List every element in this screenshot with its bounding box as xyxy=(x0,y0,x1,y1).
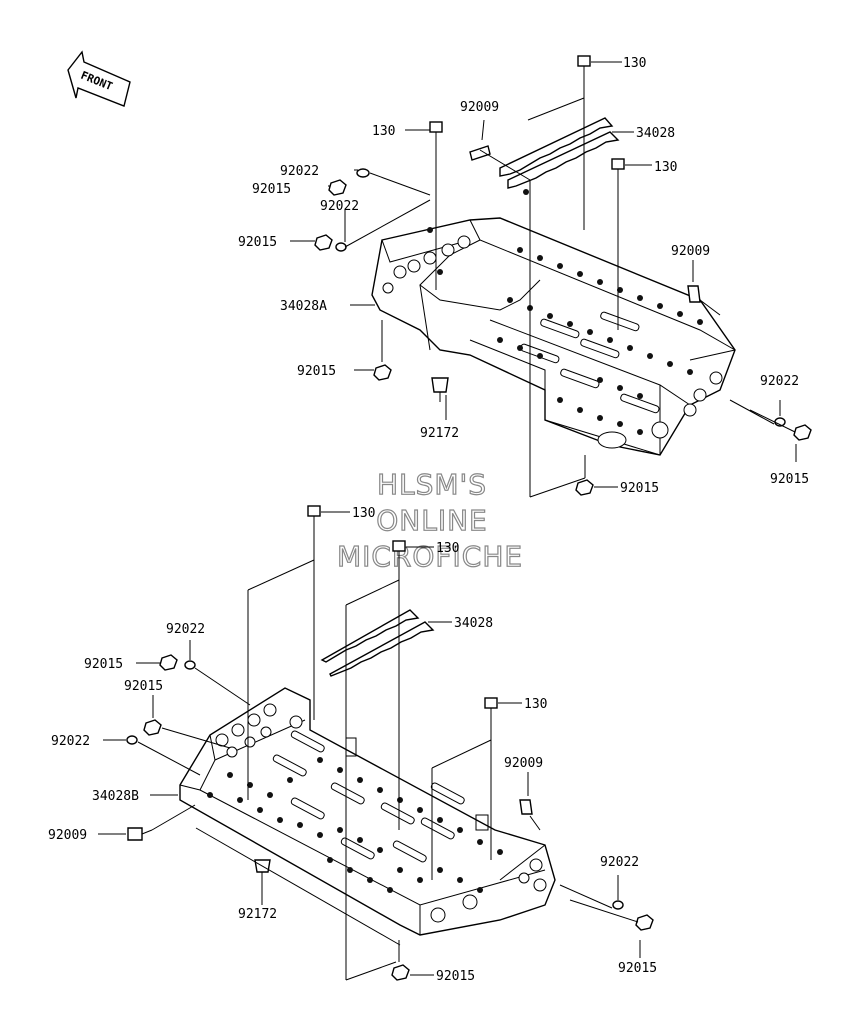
bottom-bolt-130-b-icon xyxy=(392,540,406,565)
top-nut-92015-a-icon xyxy=(328,179,347,196)
bottom-bolt-130-c-icon xyxy=(484,697,498,722)
bottom-carrier-assembly: 130 130 34028 92022 92015 92015 92022 13… xyxy=(48,505,657,984)
top-nut-92015-d-icon xyxy=(793,424,812,441)
top-washer-92022-a-icon xyxy=(356,168,370,178)
bottom-nut-92015-b-icon xyxy=(143,719,162,736)
top-rubber-strip-34028-icon xyxy=(499,117,620,189)
top-bolt-130-a-icon xyxy=(577,55,591,80)
bottom-rack-slots xyxy=(272,730,465,863)
top-label-34028: 34028 xyxy=(636,126,675,141)
top-bolt-130-b-icon xyxy=(429,121,443,146)
bottom-label-130-b: 130 xyxy=(436,541,459,556)
bottom-washer-92022-c-icon xyxy=(612,900,624,910)
bottom-label-92015-b: 92015 xyxy=(124,679,163,694)
top-label-92022-a: 92022 xyxy=(280,164,319,179)
bottom-washer-92022-a-icon xyxy=(184,660,196,670)
bottom-label-92022-b: 92022 xyxy=(51,734,90,749)
bottom-label-92172: 92172 xyxy=(238,907,277,922)
bottom-bolt-130-a-icon xyxy=(307,505,321,530)
top-washer-92022-b-icon xyxy=(335,242,347,252)
bottom-nut-92015-d-icon xyxy=(391,964,410,981)
watermark: HLSM'S ONLINE MICROFICHE xyxy=(336,467,523,573)
top-label-92015-b: 92015 xyxy=(238,235,277,250)
bottom-rack-34028B xyxy=(179,687,556,936)
bottom-label-92015-d: 92015 xyxy=(436,969,475,984)
bottom-label-92015-a: 92015 xyxy=(84,657,123,672)
bottom-nut-92015-c-icon xyxy=(635,914,654,931)
watermark-line-3: MICROFICHE xyxy=(337,540,523,573)
top-label-92022-c: 92022 xyxy=(760,374,799,389)
top-label-92015-d: 92015 xyxy=(770,472,809,487)
top-clip-92009-b-icon xyxy=(687,285,701,303)
top-label-34028A: 34028A xyxy=(280,299,327,314)
bottom-label-34028: 34028 xyxy=(454,616,493,631)
top-bolt-130-c-icon xyxy=(611,158,625,183)
top-clip-92172-icon xyxy=(431,377,449,402)
bottom-clip-92009-b-icon xyxy=(127,827,153,841)
top-nut-92015-b-icon xyxy=(314,234,333,251)
top-rack-rivets xyxy=(427,189,703,435)
top-label-92009-b: 92009 xyxy=(671,244,710,259)
bottom-label-92022-a: 92022 xyxy=(166,622,205,637)
bottom-label-130-c: 130 xyxy=(524,697,547,712)
top-label-130-a: 130 xyxy=(623,56,646,71)
top-label-92015-e: 92015 xyxy=(620,481,659,496)
top-label-92015-a: 92015 xyxy=(252,182,291,197)
top-nut-92015-e-icon xyxy=(575,479,594,496)
bottom-nut-92015-a-icon xyxy=(159,654,178,671)
bottom-rubber-strip-34028-icon xyxy=(320,609,435,677)
top-nut-92015-c-icon xyxy=(373,364,392,381)
top-rack-holes xyxy=(382,235,723,449)
bottom-label-92009-b: 92009 xyxy=(48,828,87,843)
top-label-130-c: 130 xyxy=(654,160,677,175)
top-label-92022-b: 92022 xyxy=(320,199,359,214)
bottom-washer-92022-b-icon xyxy=(126,735,138,745)
bottom-label-92015-c: 92015 xyxy=(618,961,657,976)
watermark-line-2: ONLINE xyxy=(376,504,487,537)
top-leader-lines xyxy=(290,61,797,498)
top-label-130-b: 130 xyxy=(372,124,395,139)
bottom-label-92009-a: 92009 xyxy=(504,756,543,771)
bottom-leader-lines xyxy=(98,511,641,981)
bottom-clip-92009-a-icon xyxy=(519,799,533,815)
top-carrier-assembly: 130 130 130 92009 34028 92022 92015 9202… xyxy=(238,55,812,498)
bottom-label-92022-c: 92022 xyxy=(600,855,639,870)
bottom-label-130-a: 130 xyxy=(352,506,375,521)
front-arrow-icon: FRONT xyxy=(67,50,131,107)
top-label-92172: 92172 xyxy=(420,426,459,441)
top-clip-92009-a-icon xyxy=(469,145,491,161)
bottom-label-34028B: 34028B xyxy=(92,789,139,804)
top-label-92009-a: 92009 xyxy=(460,100,499,115)
watermark-line-1: HLSM'S xyxy=(377,468,487,501)
bottom-rack-rivets xyxy=(207,757,503,893)
top-label-92015-c: 92015 xyxy=(297,364,336,379)
